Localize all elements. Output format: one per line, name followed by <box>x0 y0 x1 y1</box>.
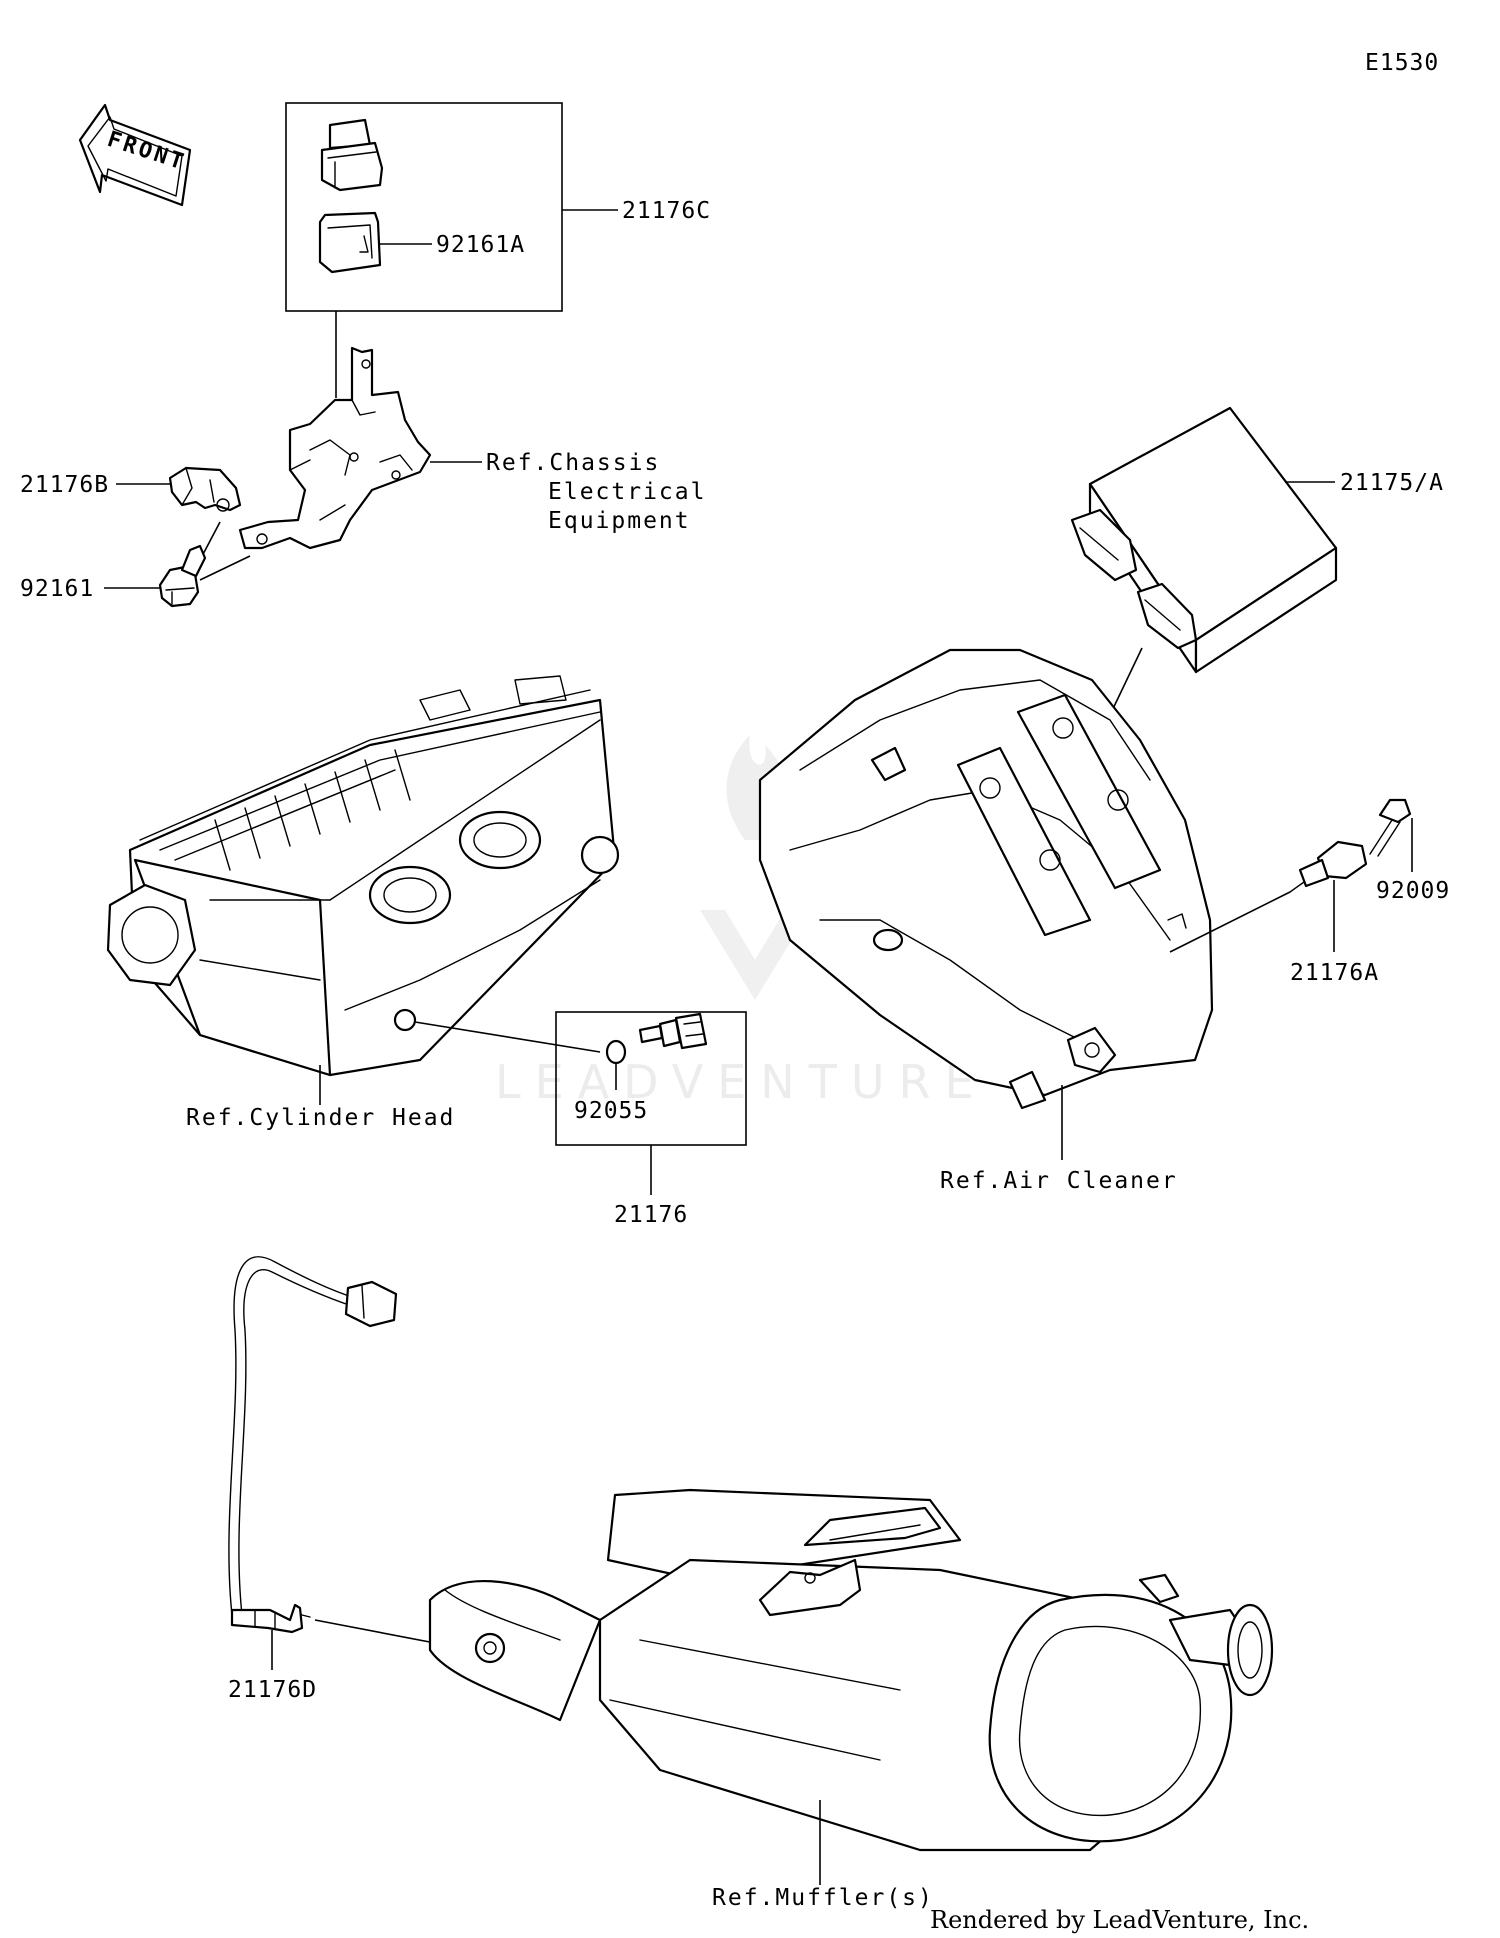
sensor-21176B <box>168 466 242 512</box>
label-21176C: 21176C <box>622 198 711 224</box>
connector-21176C <box>320 118 384 192</box>
diagram-id: E1530 <box>1365 50 1439 76</box>
air-cleaner-housing <box>758 648 1214 1110</box>
ref-chassis-line1: Ref.Chassis <box>486 450 660 476</box>
watermark: LEADVENTURE <box>495 735 988 1109</box>
label-92009: 92009 <box>1376 878 1450 904</box>
bolt-92009 <box>1369 798 1412 857</box>
front-arrow-icon: FRONT <box>78 103 192 207</box>
leader-21176A-housing <box>1169 891 1291 953</box>
bolt-92161 <box>158 544 207 608</box>
ref-cylinder-head: Ref.Cylinder Head <box>186 1105 455 1131</box>
ref-chassis-line3: Equipment <box>548 508 691 534</box>
leader-92161-bracket <box>199 555 251 581</box>
label-21176: 21176 <box>614 1202 688 1228</box>
ref-air-cleaner: Ref.Air Cleaner <box>940 1168 1178 1194</box>
watermark-text: LEADVENTURE <box>495 1055 988 1109</box>
sensor-21176 <box>638 1012 708 1050</box>
kit-box-21176C <box>285 102 563 312</box>
label-92055: 92055 <box>574 1098 648 1124</box>
oring-92055 <box>605 1039 627 1065</box>
label-21175A: 21175/A <box>1340 470 1444 496</box>
label-92161A: 92161A <box>436 232 525 258</box>
bracket <box>238 346 432 550</box>
label-21176D: 21176D <box>228 1677 317 1703</box>
sensor-21176A <box>1289 840 1368 893</box>
ref-chassis-line2: Electrical <box>548 479 706 505</box>
label-21176A: 21176A <box>1290 960 1379 986</box>
muffler <box>428 1488 1274 1852</box>
o2-sensor-21176D <box>228 1256 398 1634</box>
label-92161: 92161 <box>20 576 94 602</box>
watermark-v-icon <box>700 910 810 1000</box>
leader-head-92055 <box>414 1021 601 1053</box>
cylinder-head <box>106 675 620 1077</box>
ecu-21175A <box>1070 406 1338 674</box>
connector-92161A <box>318 211 382 274</box>
render-credit: Rendered by LeadVenture, Inc. <box>930 1906 1309 1934</box>
label-21176B: 21176B <box>20 472 109 498</box>
ref-muffler: Ref.Muffler(s) <box>712 1885 934 1911</box>
